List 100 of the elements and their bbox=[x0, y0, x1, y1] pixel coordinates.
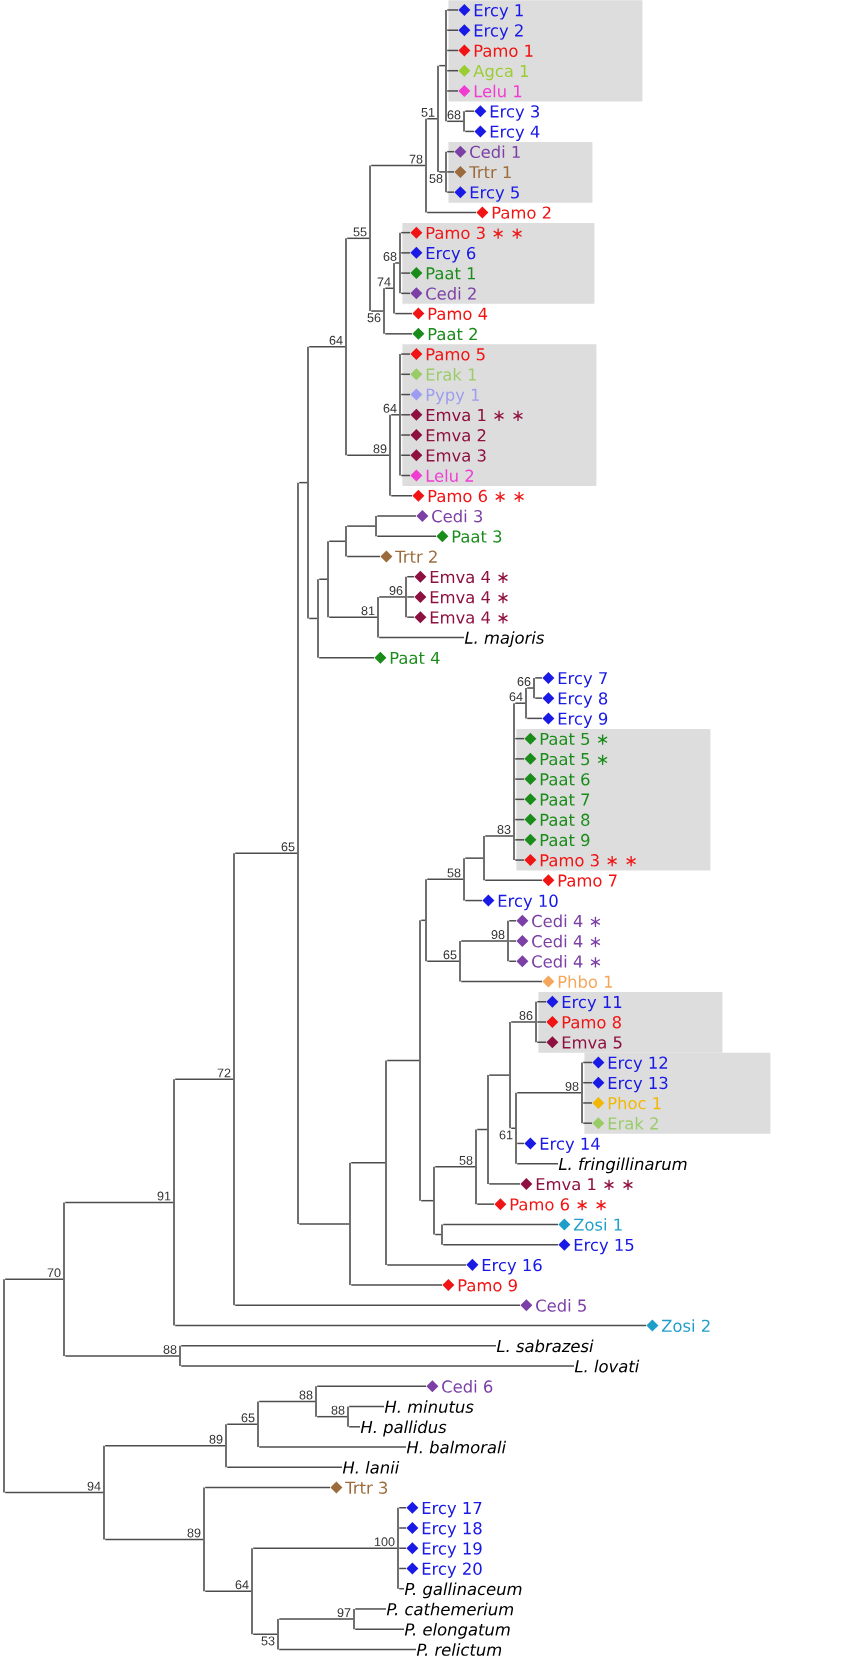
branch-line bbox=[174, 1324, 647, 1327]
taxon-label: Zosi 2 bbox=[661, 1319, 710, 1332]
taxon-label: Emva 1 ∗ ∗ bbox=[426, 409, 523, 422]
branch-line bbox=[514, 778, 525, 780]
taxon-label: P. gallinaceum bbox=[404, 1582, 522, 1599]
shaded-band bbox=[538, 992, 723, 1053]
taxon-label: Ercy 15 bbox=[574, 1238, 634, 1255]
branch-line bbox=[406, 596, 415, 598]
taxon-label: Emva 1 ∗ ∗ bbox=[536, 1178, 633, 1191]
branch-line bbox=[394, 262, 400, 264]
branch-line bbox=[514, 818, 525, 821]
branch-line bbox=[394, 312, 413, 315]
taxon-label: Emva 4 ∗ bbox=[430, 570, 508, 584]
branch-line bbox=[446, 171, 455, 173]
shaded-band bbox=[402, 344, 597, 487]
shaded-band bbox=[402, 222, 595, 304]
taxon-label: Ercy 9 bbox=[558, 712, 608, 728]
branch-line bbox=[298, 481, 308, 484]
branch-line bbox=[514, 839, 525, 841]
taxon-label: Trtr 1 bbox=[469, 166, 511, 179]
branch-line bbox=[398, 1547, 407, 1549]
taxon-label: Paat 5 ∗ bbox=[540, 732, 608, 746]
branch-line bbox=[536, 1041, 547, 1043]
shaded-band bbox=[584, 1052, 771, 1134]
branch-line bbox=[582, 1061, 593, 1064]
branch-line bbox=[252, 1633, 278, 1635]
branch-line bbox=[426, 211, 477, 214]
branch-line bbox=[582, 1102, 593, 1104]
taxon-label: Pypy 1 bbox=[426, 388, 480, 405]
branch-line bbox=[104, 1538, 204, 1541]
branch-line bbox=[534, 677, 543, 679]
branch-line bbox=[104, 1445, 226, 1447]
taxon-label: Ercy 10 bbox=[498, 894, 558, 911]
taxon-label: Paat 3 bbox=[452, 530, 502, 543]
taxon-label: Ercy 4 bbox=[490, 125, 540, 142]
branch-line bbox=[4, 1491, 104, 1494]
branch-line bbox=[438, 171, 446, 173]
taxon-label: Ercy 7 bbox=[558, 672, 607, 688]
branch-line bbox=[384, 287, 394, 290]
branch-line bbox=[64, 1355, 180, 1357]
branch-line bbox=[434, 1233, 442, 1236]
taxon-label: Paat 6 bbox=[540, 773, 590, 786]
branch-line bbox=[516, 1142, 525, 1145]
taxon-label: Agca 1 bbox=[473, 64, 528, 81]
taxon-label: Phbo 1 bbox=[558, 975, 613, 988]
taxon-label: Ercy 5 bbox=[470, 186, 519, 202]
branch-line bbox=[346, 237, 370, 240]
branch-line bbox=[420, 919, 426, 922]
taxon-label: Ercy 20 bbox=[422, 1562, 482, 1579]
taxon-label: Paat 5 ∗ bbox=[540, 753, 608, 766]
taxon-label: Ercy 2 bbox=[474, 24, 523, 40]
branch-line bbox=[510, 1021, 536, 1023]
taxon-label: Pamo 8 bbox=[562, 1016, 621, 1029]
branch-line bbox=[400, 414, 411, 416]
branch-line bbox=[346, 454, 390, 456]
taxon-label: Ercy 8 bbox=[558, 692, 608, 708]
taxon-label: H. pallidus bbox=[360, 1420, 447, 1437]
taxon-label: Ercy 17 bbox=[422, 1502, 482, 1518]
branch-line bbox=[398, 1567, 407, 1570]
branch-line bbox=[384, 333, 413, 335]
branch-line bbox=[234, 852, 298, 854]
taxon-label: L. lovati bbox=[574, 1359, 640, 1373]
taxon-label: Ercy 3 bbox=[490, 105, 539, 121]
branch-line bbox=[4, 1278, 64, 1280]
branch-line bbox=[398, 1507, 407, 1509]
branch-line bbox=[370, 310, 384, 312]
taxon-label: P. cathemerium bbox=[386, 1602, 514, 1616]
taxon-label: Cedi 1 bbox=[470, 145, 520, 159]
branch-line bbox=[582, 1081, 593, 1084]
branch-line bbox=[390, 495, 413, 497]
branch-line bbox=[378, 636, 465, 639]
taxon-label: Cedi 4 ∗ bbox=[532, 955, 601, 968]
branch-line bbox=[420, 1199, 434, 1202]
taxon-label: Ercy 12 bbox=[608, 1056, 668, 1073]
taxon-label: Ercy 11 bbox=[562, 996, 622, 1012]
branch-line bbox=[514, 737, 525, 740]
taxon-label: Cedi 6 bbox=[442, 1380, 493, 1393]
taxon-label: Emva 4 ∗ bbox=[430, 591, 508, 604]
branch-line bbox=[400, 373, 411, 376]
branch-line bbox=[400, 474, 411, 477]
taxon-label: Lelu 2 bbox=[426, 469, 474, 482]
branch-line bbox=[508, 960, 517, 963]
taxon-label: Paat 9 bbox=[540, 833, 590, 847]
branch-line bbox=[400, 252, 411, 254]
branch-line bbox=[536, 1001, 547, 1003]
shaded-band bbox=[516, 728, 711, 871]
branch-line bbox=[426, 878, 464, 881]
branch-line bbox=[438, 64, 446, 67]
branch-line bbox=[526, 687, 534, 689]
taxon-label: P. elongatum bbox=[404, 1622, 510, 1639]
branch-line bbox=[400, 393, 411, 396]
taxon-label: Ercy 6 bbox=[426, 246, 476, 263]
branch-line bbox=[316, 1415, 348, 1418]
branch-line bbox=[348, 1426, 361, 1428]
branch-line bbox=[534, 697, 543, 699]
branch-line bbox=[446, 191, 455, 193]
shaded-band bbox=[448, 0, 643, 102]
branch-line bbox=[464, 857, 484, 859]
taxon-label: Erak 1 bbox=[426, 368, 476, 381]
branch-line bbox=[204, 1486, 331, 1489]
